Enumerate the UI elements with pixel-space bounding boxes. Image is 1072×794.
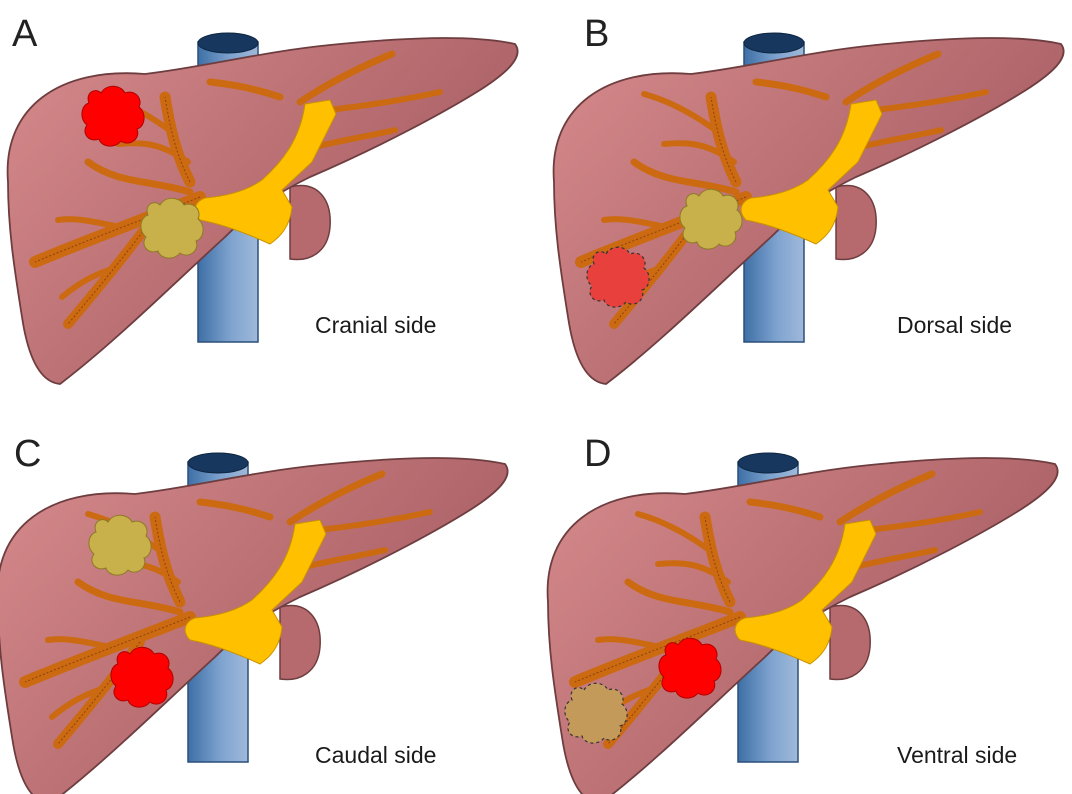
liver-illustration (8, 33, 518, 384)
panel-b: B Dorsal side (554, 13, 1064, 384)
red-lesion (659, 638, 721, 698)
panel-letter: A (12, 13, 38, 55)
side-caption: Dorsal side (897, 312, 1012, 338)
olive-lesion (680, 189, 742, 249)
panel-letter: B (584, 13, 609, 55)
side-caption: Cranial side (315, 312, 436, 338)
panel-c: C Caudal side (0, 433, 508, 794)
panel-letter: D (584, 433, 611, 475)
side-caption: Caudal side (315, 742, 436, 768)
olive-lesion (141, 198, 203, 258)
panel-letter: C (14, 433, 41, 475)
tan-faded-lesion (565, 683, 627, 743)
red-lesion (82, 86, 144, 146)
side-caption: Ventral side (897, 742, 1017, 768)
red-faded-lesion (587, 247, 649, 307)
red-lesion (111, 647, 173, 707)
olive-lesion (89, 515, 151, 575)
panel-d: D Ventral side (548, 433, 1058, 794)
panel-a: A Cranial side (8, 13, 518, 384)
